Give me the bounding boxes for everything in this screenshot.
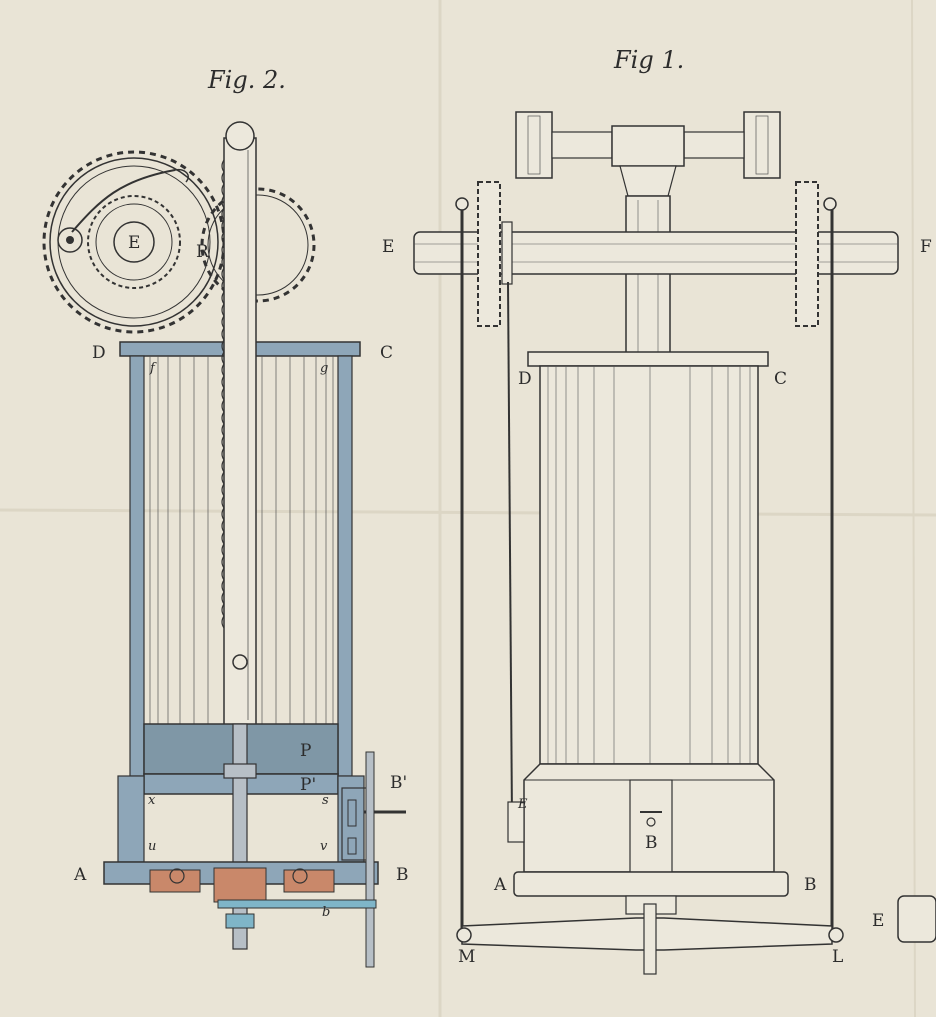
label-E-small: E [517,797,528,812]
lever-end-left [456,927,472,943]
center-column [625,195,671,355]
rack-rod [221,121,257,729]
figure-1: Fig 1. [382,46,936,975]
cylinder-body-lines [547,366,751,764]
label-x: x [148,793,156,808]
figure-2: Fig. 2. E R [42,66,409,968]
figure-2-title: Fig. 2. [207,66,286,94]
valve-port [347,837,357,855]
valve-seat-left [149,869,201,893]
lever-pin [643,903,657,975]
figure-1-title: Fig 1. [613,46,684,74]
label-A-fig2: A [73,865,87,885]
valve-port [347,799,357,827]
label-P-prime: P' [300,775,316,795]
label-B-fig2: B [396,865,409,885]
paper-fold [0,508,936,517]
rod-collar [223,763,257,779]
label-f: f [149,361,157,376]
paper-fold [911,0,916,1017]
valve-spring-left [169,868,185,884]
cylinder-cap [527,351,769,367]
label-D-fig1: D [518,369,532,389]
rod-nut [225,913,255,929]
label-R: R [196,242,210,262]
horizontal-shaft [413,231,899,275]
valve-seat-center [213,867,267,903]
label-L: L [832,947,843,967]
label-C-fig2: C [380,343,393,363]
lower-chamber-left-wall [117,775,145,863]
label-E-edge: E [872,911,884,931]
label-g: g [320,361,328,376]
label-D-fig2: D [92,343,106,363]
valve-seat-right [283,869,335,893]
shaft-gear-right [795,181,819,327]
label-b: b [322,905,330,920]
valve-rod [365,751,375,968]
label-E-fig1: E [382,237,394,257]
cylinder-right-wall [337,355,353,777]
cylinder-bore-lines [149,356,334,724]
cylinder-body [539,365,759,765]
label-M: M [458,947,475,967]
valve-e-small [507,801,525,843]
label-B-valve: B [645,833,658,853]
label-C-fig1: C [774,369,787,389]
pivot-right [823,197,837,211]
valve-screw [646,817,656,827]
label-A-fig1: A [493,875,507,895]
label-v: v [320,839,328,854]
label-E-fig2: E [128,233,140,253]
label-B-prime: B' [390,773,407,793]
top-handle [515,111,781,197]
label-F: F [920,237,932,257]
shaft-end-right [897,895,936,943]
inner-rod-left [507,281,513,821]
link-bar-b [217,899,377,909]
label-B-fig1: B [804,875,817,895]
valve-spring-right [292,868,308,884]
label-u: u [148,839,156,854]
pivot-left [455,197,469,211]
cylinder-left-wall [129,355,145,777]
lever-end-right [828,927,844,943]
label-P: P [300,741,311,761]
shaft-gear-left [477,181,501,327]
base-plate-fig1 [513,871,789,897]
shaft-collar [501,221,513,285]
label-s: s [322,793,329,808]
gear-wheel-rear [200,187,316,303]
